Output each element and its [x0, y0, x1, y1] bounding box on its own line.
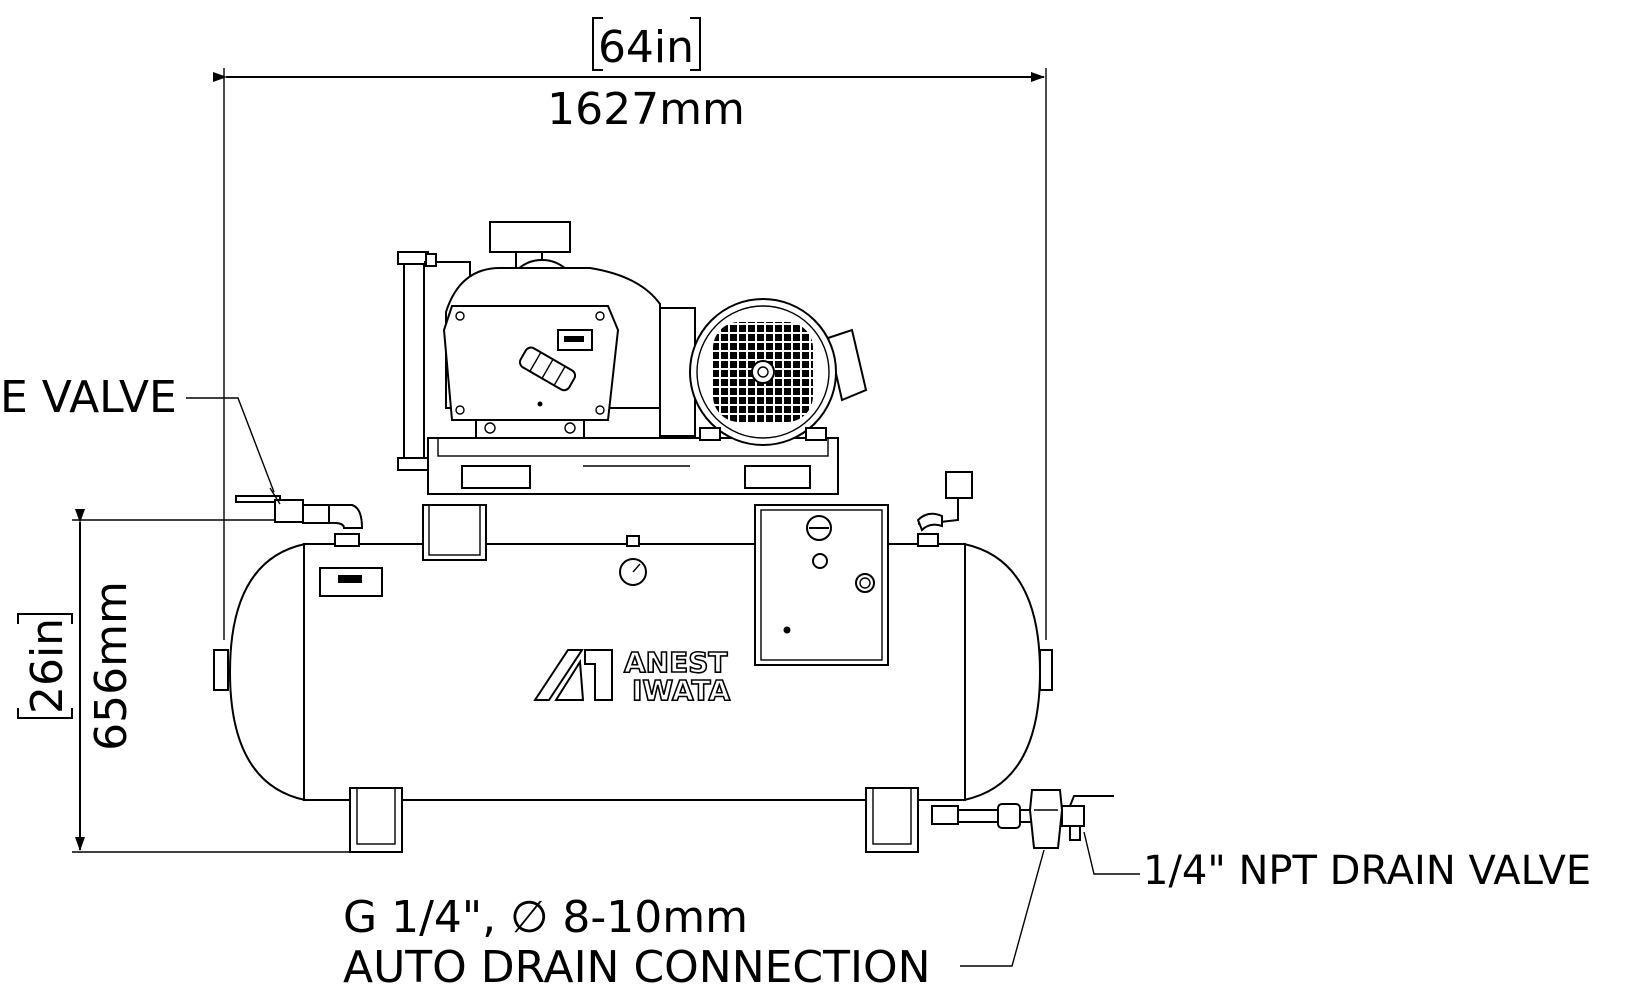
height-mm-label: 656mm: [86, 581, 137, 751]
auto-drain-connection-label: AUTO DRAIN CONNECTION: [343, 942, 931, 993]
control-box: [754, 504, 889, 666]
electric-motor: [659, 298, 868, 446]
logo-text-line1: ANEST: [624, 646, 728, 679]
safety-valve-leader: [186, 397, 275, 493]
safety-valve-label: E VALVE: [0, 372, 177, 423]
pump-head: [397, 221, 661, 471]
width-dimension: 64in 1627mm: [213, 17, 1047, 640]
logo-mark-left: [554, 658, 585, 701]
safety-valve-assembly: [235, 487, 364, 529]
logo-text-line2: IWATA: [632, 674, 730, 707]
width-mm-label: 1627mm: [547, 84, 745, 135]
anest-iwata-logo: ANEST IWATA: [533, 645, 731, 708]
height-inches-label: 26in: [22, 618, 73, 714]
drain-assembly: [931, 789, 1114, 849]
height-dimension: 26in 656mm: [17, 509, 355, 853]
width-inches-label: 64in: [598, 22, 694, 73]
drain-valve-leader: [1083, 831, 1140, 875]
pressure-switch: [916, 471, 973, 532]
auto-drain-leader: [960, 849, 1045, 967]
base-frame: [422, 437, 839, 561]
auto-drain-spec-label: G 1/4", ∅ 8-10mm: [343, 892, 748, 943]
logo-mark-right: [584, 649, 613, 701]
drain-valve-label: 1/4" NPT DRAIN VALVE: [1143, 848, 1591, 894]
